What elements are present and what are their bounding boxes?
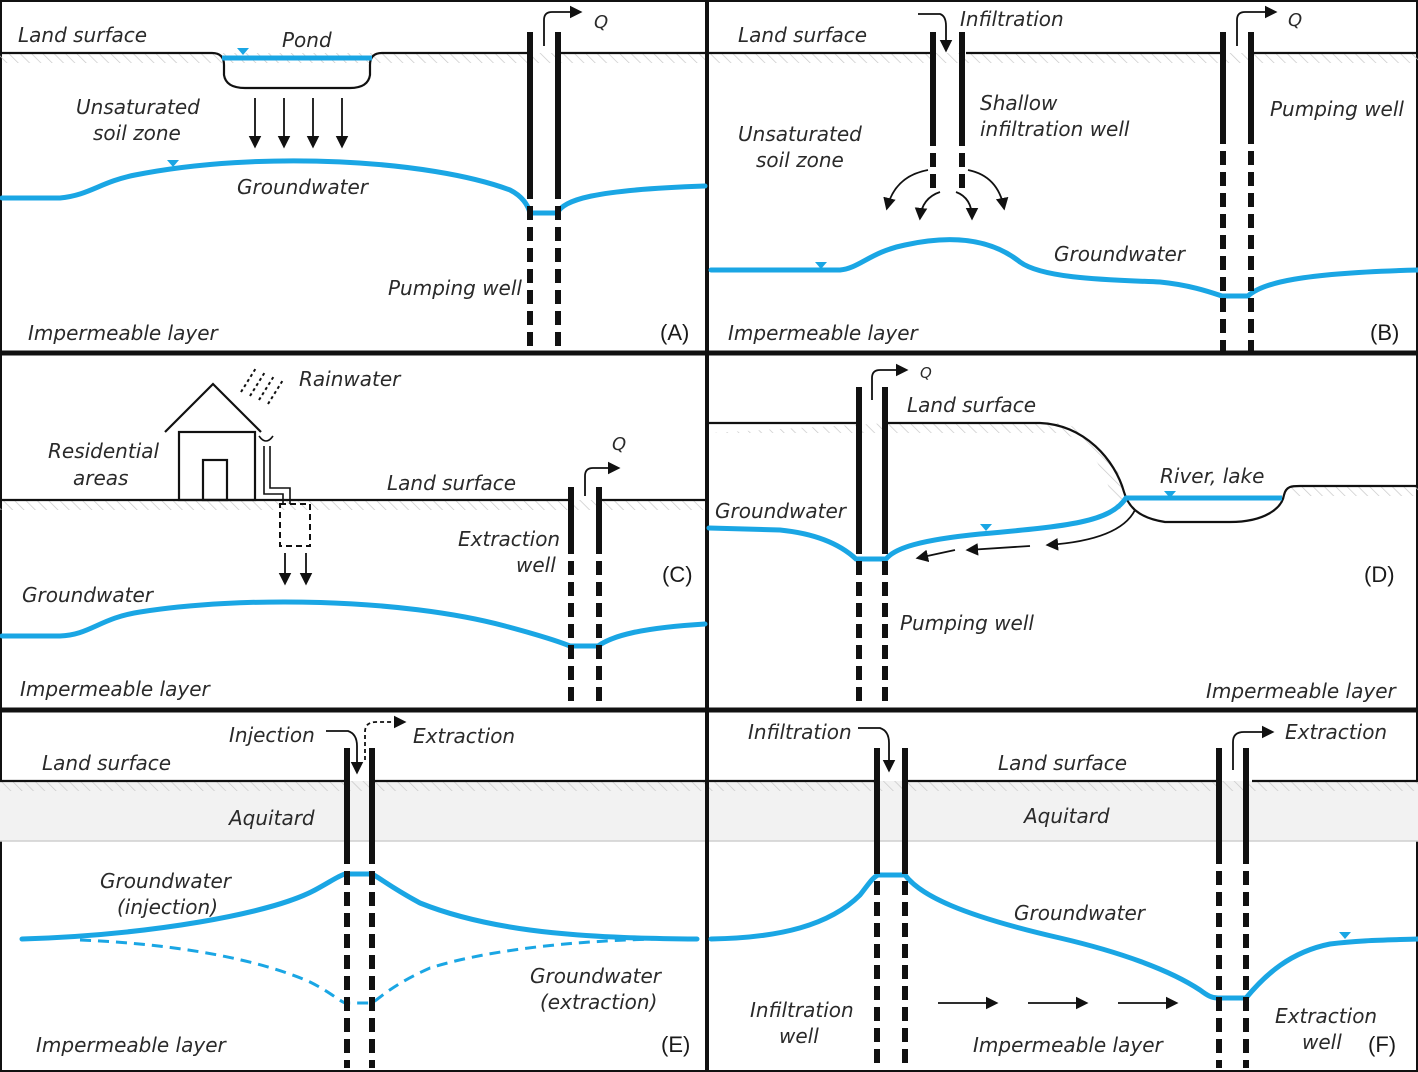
discharge-q: Q	[612, 434, 626, 455]
extraction-label: Extraction	[458, 527, 560, 551]
residential-label: Residential	[48, 439, 160, 463]
shallow-infiltration-well	[883, 13, 1009, 221]
panel-c: Q Rainwater Residential areas Land surfa…	[0, 367, 708, 708]
impermeable-layer-label: Impermeable layer	[1206, 679, 1398, 703]
flow-arrows	[915, 509, 1136, 563]
injection-sub-label: (injection)	[117, 895, 218, 919]
extraction-label: Extraction	[1285, 720, 1387, 744]
groundwater-line	[708, 237, 1418, 299]
panel-a: Q Land surface Pond Unsaturated soil zon…	[0, 5, 708, 352]
groundwater-line	[0, 599, 708, 649]
rain-icon	[240, 367, 284, 405]
groundwater-label: Groundwater	[1014, 901, 1147, 925]
panel-tag: (E)	[661, 1032, 690, 1057]
extraction-sub-label: (extraction)	[540, 990, 657, 1014]
panel-tag: (F)	[1368, 1032, 1396, 1057]
panel-d: Q Land surface River, lake Groundwater P…	[706, 363, 1418, 708]
extraction-well-sub-label: well	[1302, 1030, 1342, 1054]
panel-b: Q Land surface Infiltration Shallow infi…	[708, 5, 1418, 352]
well-label: well	[516, 553, 556, 577]
panel-tag: (C)	[662, 562, 693, 587]
groundwater-label: Groundwater	[715, 499, 848, 523]
land-surface-label: Land surface	[387, 471, 516, 495]
land-surface-label: Land surface	[998, 751, 1127, 775]
land-surface-label: Land surface	[738, 23, 867, 47]
infiltration-well-label: infiltration well	[980, 117, 1130, 141]
panel-e: Injection Extraction Land surface Aquita…	[0, 715, 705, 1068]
infiltration-label: Infiltration	[960, 7, 1064, 31]
groundwater-label: Groundwater	[1054, 242, 1187, 266]
infiltration-well	[858, 727, 908, 1068]
extraction-well	[568, 461, 621, 708]
pumping-well-label: Pumping well	[900, 611, 1034, 635]
infiltration-well-label: Infiltration	[750, 998, 854, 1022]
pumping-well	[527, 5, 583, 352]
pumping-well-label: Pumping well	[388, 276, 522, 300]
discharge-q: Q	[1288, 10, 1302, 31]
discharge-q: Q	[594, 12, 608, 33]
injection-extraction-well	[326, 715, 407, 1068]
injection-label: Injection	[229, 723, 315, 747]
house-icon	[164, 382, 311, 547]
discharge-q: Q	[920, 364, 932, 382]
soil-zone-label: soil zone	[756, 148, 844, 172]
groundwater-extraction-label: Groundwater	[530, 964, 663, 988]
groundwater-injection-label: Groundwater	[100, 869, 233, 893]
rainwater-label: Rainwater	[299, 367, 402, 391]
impermeable-layer-label: Impermeable layer	[36, 1033, 228, 1057]
aquitard-label: Aquitard	[1022, 804, 1110, 828]
extraction-label: Extraction	[413, 724, 515, 748]
panel-tag: (A)	[660, 320, 689, 345]
panel-f: Infiltration Extraction Land surface Aqu…	[708, 720, 1418, 1068]
impermeable-layer-label: Impermeable layer	[973, 1033, 1165, 1057]
panel-tag: (D)	[1364, 562, 1395, 587]
land-surface-label: Land surface	[42, 751, 171, 775]
land-surface-label: Land surface	[18, 23, 147, 47]
impermeable-layer-label: Impermeable layer	[28, 321, 220, 345]
land-surface-label: Land surface	[907, 393, 1036, 417]
unsaturated-label: Unsaturated	[76, 95, 200, 119]
infiltration-arrows	[248, 98, 349, 149]
extraction-well	[1216, 725, 1275, 1068]
pond-label: Pond	[282, 28, 332, 52]
impermeable-layer-label: Impermeable layer	[20, 677, 212, 701]
infiltration-well-sub-label: well	[779, 1024, 819, 1048]
soil-zone-label: soil zone	[93, 121, 181, 145]
pumping-well-label: Pumping well	[1270, 97, 1404, 121]
groundwater-line	[706, 495, 1129, 562]
areas-label: areas	[73, 466, 128, 490]
infiltration-label: Infiltration	[748, 720, 852, 744]
unsaturated-label: Unsaturated	[738, 122, 862, 146]
panel-tag: (B)	[1370, 320, 1399, 345]
pumping-well	[1220, 5, 1278, 352]
groundwater-label: Groundwater	[237, 175, 370, 199]
groundwater-line	[0, 158, 708, 216]
extraction-well-label: Extraction	[1275, 1004, 1377, 1028]
aquitard-label: Aquitard	[227, 806, 315, 830]
impermeable-layer-label: Impermeable layer	[728, 321, 920, 345]
groundwater-label: Groundwater	[22, 583, 155, 607]
groundwater-extraction-line	[79, 937, 661, 1005]
shallow-label: Shallow	[980, 91, 1058, 115]
river-lake-label: River, lake	[1160, 464, 1264, 488]
groundwater-line	[708, 872, 1418, 1001]
pumping-well	[856, 363, 909, 708]
